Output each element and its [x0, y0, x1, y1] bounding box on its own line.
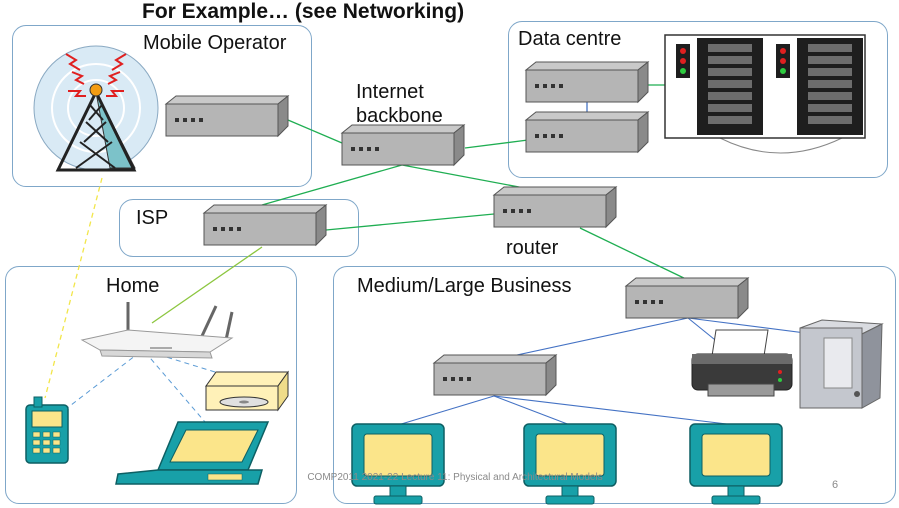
wifi-router-icon — [80, 302, 234, 359]
cd-drive-icon — [205, 370, 289, 412]
link-backbone-isp — [261, 164, 403, 206]
link-backbone-router — [401, 164, 536, 191]
isp-label: ISP — [136, 207, 169, 229]
cell-tower-icon — [33, 45, 159, 172]
laptop-icon — [115, 421, 270, 485]
server-rack-icon — [664, 34, 866, 154]
mobile-operator-label: Mobile Operator — [143, 32, 287, 54]
business-monitor-1-icon — [351, 423, 445, 505]
datacentre-router-2-icon — [525, 111, 649, 153]
link-isp-router — [325, 213, 495, 231]
business-switch-icon — [433, 354, 557, 396]
internet-backbone-label: Internet backbone — [356, 81, 443, 127]
mobile-link — [44, 177, 103, 399]
home-label: Home — [106, 275, 160, 297]
isp-router-icon — [203, 204, 327, 246]
page-number: 6 — [832, 479, 839, 491]
printer-icon — [691, 329, 793, 397]
slide-title: For Example… (see Networking) — [142, 0, 465, 23]
business-router-icon — [625, 277, 749, 319]
link-mobile-backbone — [287, 119, 343, 144]
backbone-router-icon — [341, 124, 465, 166]
desktop-tower-icon — [799, 319, 884, 409]
data-centre-label: Data centre — [518, 28, 622, 50]
datacentre-router-1-icon — [525, 61, 649, 103]
home-region: Home — [5, 266, 297, 504]
link-isp-home — [151, 246, 263, 324]
link-backbone-datacentre — [464, 139, 529, 149]
slide-footer: COMP2011 2021-22 Lecture 11: Physical an… — [307, 472, 603, 483]
mobile-phone-icon — [25, 396, 69, 464]
home-wireless-links — [61, 351, 216, 423]
business-monitor-3-icon — [689, 423, 783, 505]
business-label: Medium/Large Business — [357, 275, 572, 297]
wan-links — [261, 84, 689, 281]
business-monitor-2-icon — [523, 423, 617, 505]
core-router-icon — [493, 186, 617, 228]
link-router-business — [579, 227, 689, 281]
mobile-router-icon — [165, 95, 289, 137]
lan-links — [397, 317, 861, 426]
router-label: router — [506, 237, 559, 259]
